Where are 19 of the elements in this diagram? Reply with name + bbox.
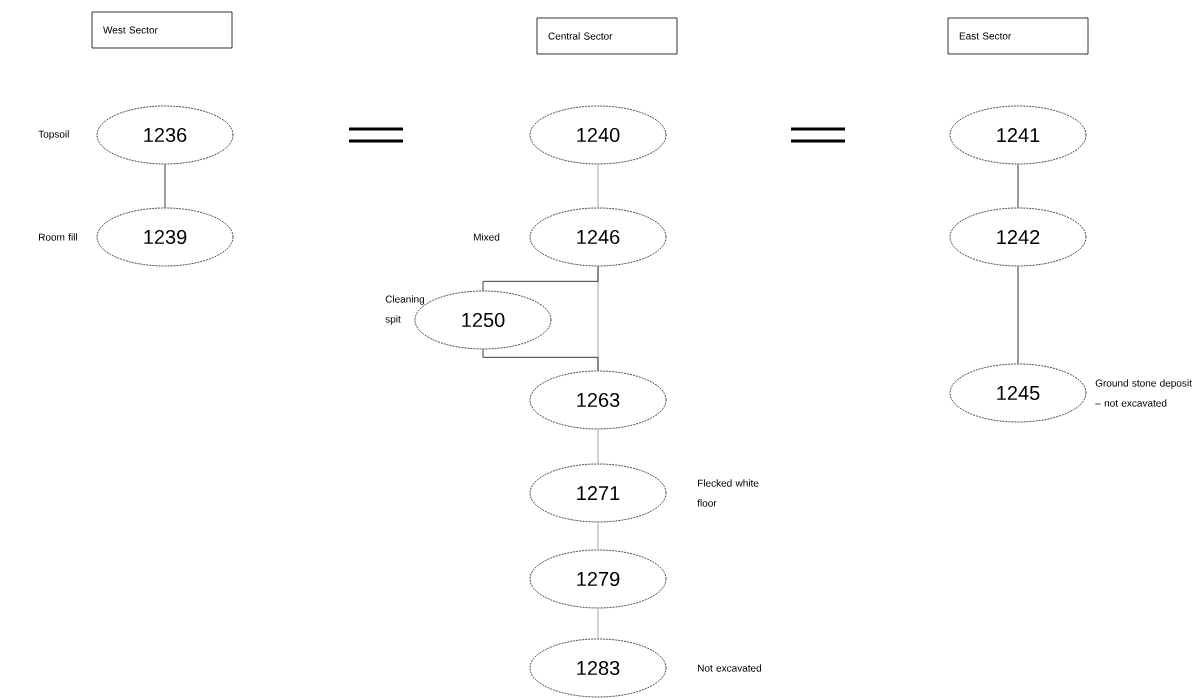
sector-label-box: West Sector (91, 11, 233, 49)
connector-line (597, 163, 599, 209)
context-note: Flecked white floor (697, 479, 759, 507)
connector-line (482, 348, 599, 372)
context-note: Not excavated (698, 664, 762, 672)
connector-line (597, 607, 599, 640)
connector-line (597, 428, 599, 465)
context-note: Cleaning spit (385, 295, 425, 325)
connector-line (597, 521, 599, 551)
connector-line (482, 265, 599, 292)
context-note: Mixed (473, 233, 500, 241)
context-note: Room fill (39, 233, 77, 241)
connector-line (164, 163, 166, 209)
context-note: Topsoil (38, 130, 69, 140)
context-note: Ground stone deposit – not excavated (1095, 379, 1192, 407)
connector-line (1017, 163, 1019, 209)
connector-line (1017, 265, 1019, 365)
sector-label-box: Central Sector (536, 17, 678, 55)
sector-label-box: East Sector (947, 17, 1089, 55)
